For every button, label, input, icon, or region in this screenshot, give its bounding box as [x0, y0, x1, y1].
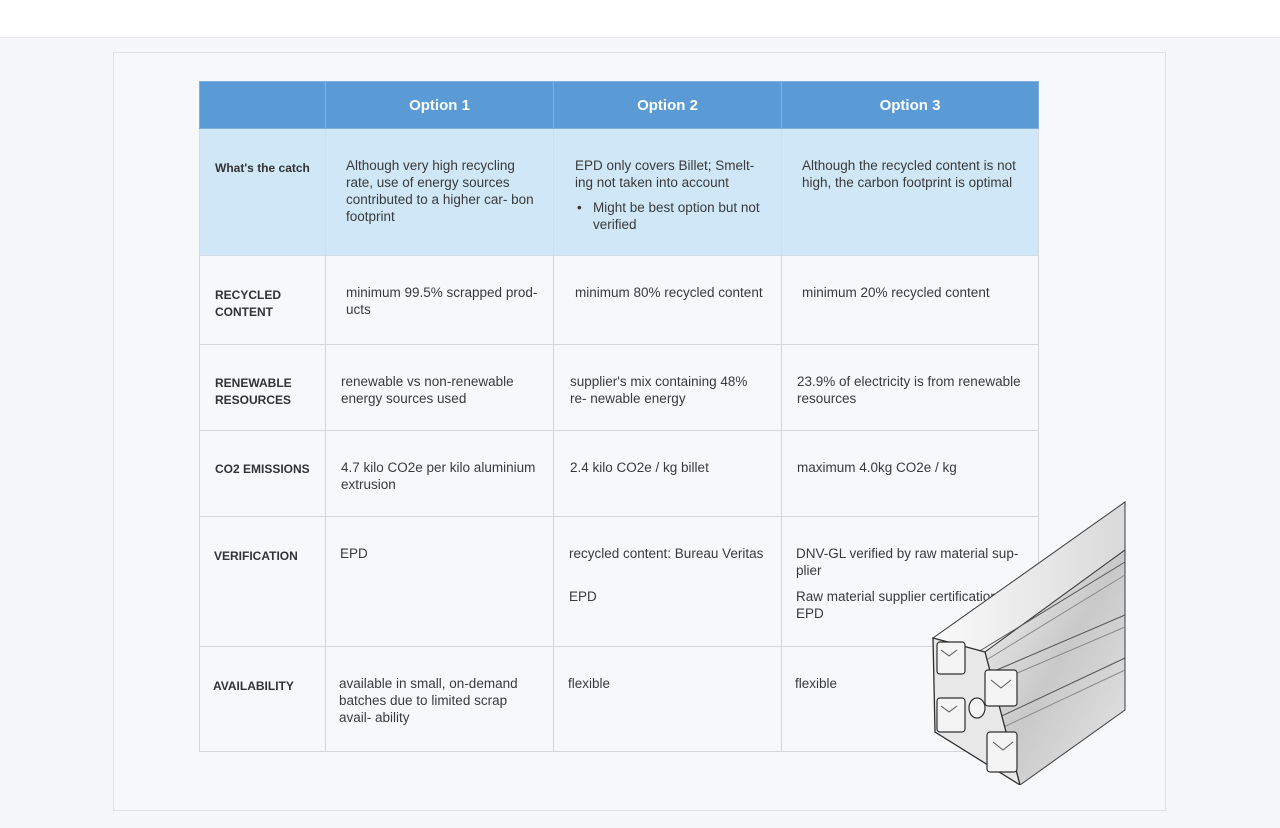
cell-catch-option-1: Although very high recycling rate, use o… [325, 128, 554, 256]
cell-renewable-option-2: supplier's mix containing 48% re- newabl… [553, 344, 782, 431]
table-row-recycled-content: RECYCLED CONTENT minimum 99.5% scrapped … [199, 255, 1039, 345]
comparison-table: Option 1 Option 2 Option 3 What's the ca… [199, 81, 1039, 752]
cell-recycled-option-1: minimum 99.5% scrapped prod- ucts [325, 255, 554, 345]
header-option-2: Option 2 [553, 81, 782, 129]
cell-spacer [569, 562, 767, 588]
cell-text: recycled content: Bureau Veritas [569, 546, 764, 561]
bullet-dot-icon: • [577, 200, 582, 215]
row-label-verification: VERIFICATION [199, 516, 326, 647]
header-empty-cell [199, 81, 326, 129]
row-label-renewable-resources: RENEWABLE RESOURCES [199, 344, 326, 431]
cell-recycled-option-3: minimum 20% recycled content [781, 255, 1039, 345]
cell-text: EPD only covers Billet; Smelt- ing not t… [575, 158, 755, 190]
cell-co2-option-3: maximum 4.0kg CO2e / kg [781, 430, 1039, 517]
cell-text: Raw material supplier certification by E… [796, 589, 1016, 621]
cell-availability-option-2: flexible [553, 646, 782, 752]
bullet-text: Might be best option but not verified [593, 200, 760, 232]
table-row-co2-emissions: CO2 EMISSIONS 4.7 kilo CO2e per kilo alu… [199, 430, 1039, 517]
cell-renewable-option-3: 23.9% of electricity is from renewable r… [781, 344, 1039, 431]
cell-verification-option-3: DNV-GL verified by raw material sup- pli… [781, 516, 1039, 647]
table-header-row: Option 1 Option 2 Option 3 [199, 81, 1039, 129]
cell-renewable-option-1: renewable vs non-renewable energy source… [325, 344, 554, 431]
table-row-verification: VERIFICATION EPD recycled content: Burea… [199, 516, 1039, 647]
row-label-recycled-content: RECYCLED CONTENT [199, 255, 326, 345]
cell-recycled-option-2: minimum 80% recycled content [553, 255, 782, 345]
table-row-catch: What's the catch Although very high recy… [199, 128, 1039, 256]
cell-text: EPD [569, 589, 597, 604]
cell-text: Although the recycled content is not hig… [802, 158, 1016, 190]
cell-text: Although very high recycling rate, use o… [346, 158, 534, 224]
cell-catch-option-3: Although the recycled content is not hig… [781, 128, 1039, 256]
row-label-availability: AVAILABILITY [199, 646, 326, 752]
table-row-availability: AVAILABILITY available in small, on-dema… [199, 646, 1039, 752]
cell-verification-option-2: recycled content: Bureau Veritas EPD [553, 516, 782, 647]
header-option-3: Option 3 [781, 81, 1039, 129]
cell-co2-option-1: 4.7 kilo CO2e per kilo aluminium extrusi… [325, 430, 554, 517]
bullet-item: • Might be best option but not verified [575, 199, 767, 233]
cell-co2-option-2: 2.4 kilo CO2e / kg billet [553, 430, 782, 517]
cell-verification-option-1: EPD [325, 516, 554, 647]
aluminium-extrusion-profile-icon [931, 501, 1126, 785]
cell-catch-option-2: EPD only covers Billet; Smelt- ing not t… [553, 128, 782, 256]
cell-availability-option-1: available in small, on-demand batches du… [325, 646, 554, 752]
row-label-catch: What's the catch [199, 128, 326, 256]
table-row-renewable-resources: RENEWABLE RESOURCES renewable vs non-ren… [199, 344, 1039, 431]
row-label-co2-emissions: CO2 EMISSIONS [199, 430, 326, 517]
header-option-1: Option 1 [325, 81, 554, 129]
cell-text: DNV-GL verified by raw material sup- pli… [796, 546, 1019, 578]
